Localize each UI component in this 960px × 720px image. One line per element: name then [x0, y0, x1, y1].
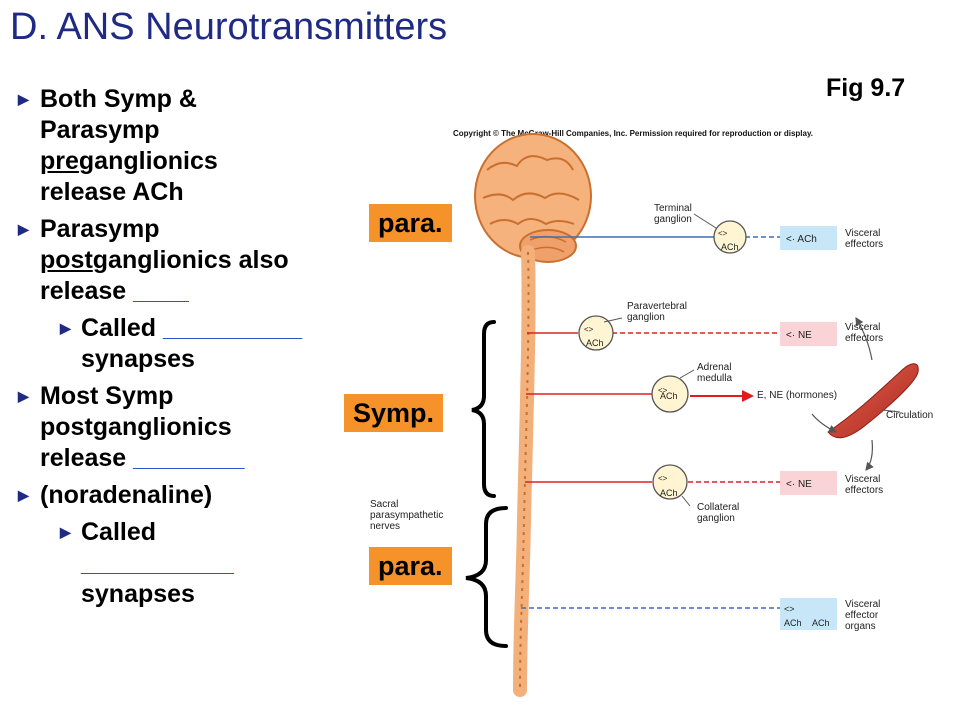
effector-ne-label: <· NE [786, 479, 812, 490]
label-line: Visceral [845, 228, 880, 239]
synapse-bracket: <> [658, 386, 668, 395]
label-line: organs [845, 621, 876, 632]
para-brace [465, 506, 508, 648]
bullet-list: ▶ Both Symp & Parasymp preganglionics re… [18, 84, 370, 610]
bullet-arrow-icon: ▶ [60, 320, 71, 336]
effector-ach-label: <· ACh [786, 234, 817, 245]
label-line: effectors [845, 485, 883, 496]
bullet-arrow-icon: ▶ [60, 524, 71, 540]
underlined-prefix: post [40, 246, 93, 274]
effector-ach-label: ACh [812, 618, 830, 628]
effector-box-ne-2 [780, 471, 837, 495]
bullet-text: Parasymp [40, 116, 160, 144]
label-circulation: Circulation [886, 410, 933, 421]
bullet-1: ▶ Both Symp & Parasymp preganglionics re… [18, 84, 370, 208]
label-line: effectors [845, 239, 883, 250]
bullet-text: Parasymp [40, 215, 160, 243]
page-title: D. ANS Neurotransmitters [10, 6, 448, 48]
label-line: Sacral [370, 499, 398, 510]
figure-label: Fig 9.7 [826, 74, 906, 102]
effector-box-ach [780, 226, 837, 250]
hormone-arrow [690, 390, 754, 402]
label-line: effectors [845, 333, 883, 344]
brain-icon [474, 133, 592, 263]
bullet-4: ▶ (noradenaline) [18, 480, 370, 511]
fill-in-blank: ________ [133, 444, 245, 472]
fill-in-blank: ___________ [81, 549, 234, 577]
bullet-3: ▶ Most Symp postganglionics release ____… [18, 381, 370, 474]
label-line: effector [845, 610, 879, 621]
copyright-notice: Copyright © The McGraw-Hill Companies, I… [453, 129, 813, 138]
bullet-text: synapses [81, 580, 195, 608]
label-line: Visceral [845, 322, 880, 333]
synapse-bracket: <> [658, 474, 668, 483]
bullet-text: Called [81, 518, 157, 546]
label-line: ganglion [697, 513, 735, 524]
label-line: parasympathetic [370, 510, 443, 521]
bullet-text: ganglionics [78, 147, 218, 175]
bullet-text: Most Symp [40, 382, 174, 410]
label-line: Collateral [697, 502, 739, 513]
fill-in-blank: __________ [162, 314, 303, 342]
paravertebral-ganglion: <> ACh [578, 315, 614, 351]
bullet-text: ganglionics also [92, 246, 289, 274]
label-line: nerves [370, 521, 400, 532]
blood-vessel [827, 363, 919, 439]
adrenal-medulla-cell: <> ACh [651, 375, 689, 413]
bullet-text: postganglionics [40, 413, 232, 441]
bullet-arrow-icon: ▶ [18, 487, 29, 503]
synapse-bracket: <> [718, 229, 728, 238]
tag-symp: Symp. [344, 394, 444, 432]
bullet-arrow-icon: ▶ [18, 221, 29, 237]
bullet-text: release [40, 277, 127, 305]
ganglion-ach: ACh [586, 338, 604, 348]
synapse-bracket: <> [784, 604, 795, 614]
label-line: ganglion [627, 312, 665, 323]
bullet-arrow-icon: ▶ [18, 388, 29, 404]
label-line: ganglion [654, 214, 692, 225]
bullet-2: ▶ Parasymp postganglionics also release … [18, 214, 370, 307]
ganglion-ach: ACh [721, 242, 739, 252]
label-line: Adrenal [697, 362, 731, 373]
effector-box-ach-ach [780, 598, 837, 630]
bullet-arrow-icon: ▶ [18, 91, 29, 107]
label-line: Visceral [845, 474, 880, 485]
tag-para-top: para. [369, 204, 452, 242]
label-line: medulla [697, 373, 732, 384]
bullet-text: Both Symp & [40, 85, 197, 113]
ganglion-ach: ACh [660, 488, 678, 498]
underlined-prefix: pre [40, 147, 79, 175]
effector-box-ne [780, 322, 837, 346]
terminal-ganglion: <> ACh [713, 220, 747, 254]
label-line: Terminal [654, 203, 692, 214]
bullet-text: release [40, 444, 127, 472]
bullet-text: (noradenaline) [40, 481, 213, 509]
ganglion-ach: ACh [660, 391, 678, 401]
bullet-2a: ▶ Called __________ synapses [18, 313, 370, 375]
collateral-ganglion: <> ACh [652, 464, 688, 500]
label-line: Paravertebral [627, 301, 687, 312]
bullet-text: synapses [81, 345, 195, 373]
fill-in-blank: ____ [133, 277, 189, 305]
synapse-bracket: <> [584, 325, 594, 334]
bullet-4a: ▶ Called ___________ synapses [18, 517, 370, 610]
effector-ach-label: ACh [784, 618, 802, 628]
label-line: Visceral [845, 599, 880, 610]
label-hormones: E, NE (hormones) [757, 390, 837, 401]
bullet-text: Called [81, 314, 157, 342]
bullet-text: release ACh [40, 178, 184, 206]
effector-ne-label: <· NE [786, 330, 812, 341]
symp-brace [471, 320, 496, 498]
tag-para-bottom: para. [369, 547, 452, 585]
